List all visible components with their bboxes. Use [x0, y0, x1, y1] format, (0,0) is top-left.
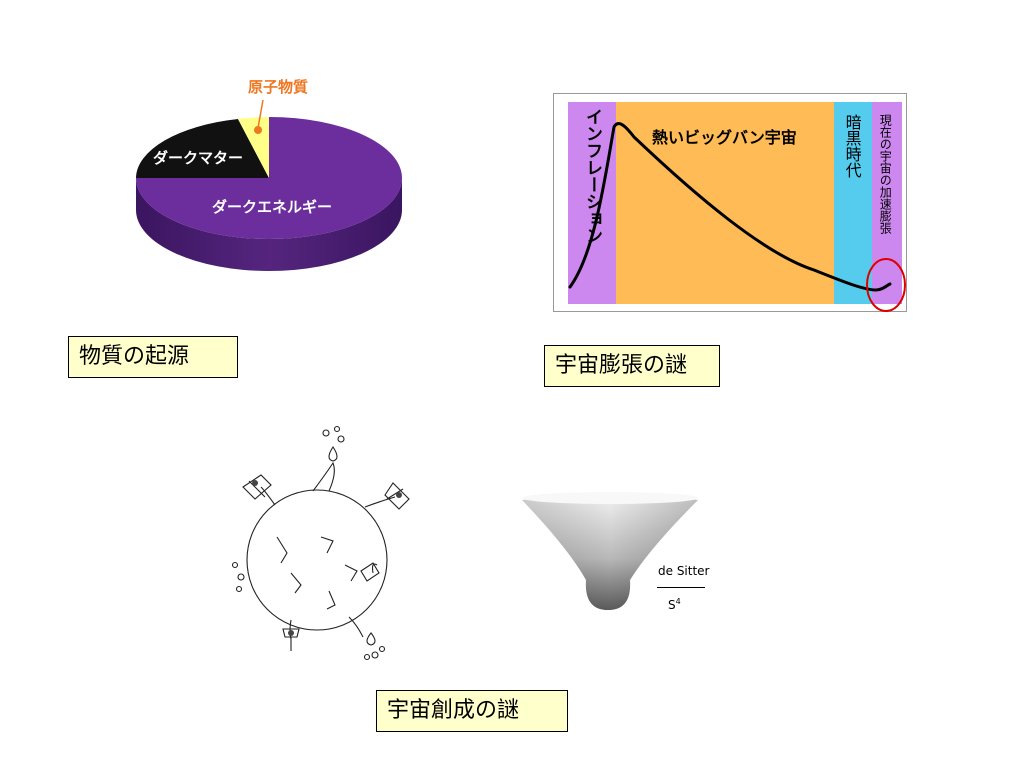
de-sitter-funnel	[522, 492, 698, 610]
origin-of-matter-label: 物質の起源	[68, 336, 238, 378]
pie-label-dark-energy: ダークエネルギー	[212, 198, 332, 216]
expansion-curve	[568, 122, 906, 312]
matter-pie-chart: 原子物質 ダークマター ダークエネルギー	[136, 78, 402, 271]
band-dark-ages	[834, 102, 872, 304]
funnel-divider	[657, 587, 705, 588]
expansion-mystery-label: 宇宙膨張の謎	[544, 345, 720, 387]
creation-mystery-label: 宇宙創成の謎	[376, 690, 568, 732]
pie-callout-line	[257, 99, 264, 129]
label-hot-big-bang: 熱いビッグバン宇宙	[652, 128, 797, 147]
pie-label-dark-matter: ダークマター	[153, 149, 243, 167]
s4-label: S4	[668, 597, 681, 612]
pie-slice-dark-matter	[136, 119, 269, 178]
de-sitter-label: de Sitter	[658, 564, 710, 578]
current-epoch-highlight	[866, 258, 906, 312]
baby-universe-sketch	[231, 425, 410, 661]
band-accelerated-expansion	[872, 102, 902, 304]
label-dark-ages: 暗黒時代	[842, 114, 862, 178]
band-hot-big-bang	[616, 102, 834, 304]
s4-label-base: S	[668, 598, 676, 612]
label-accelerated-expansion: 現在の宇宙の加速膨張	[878, 114, 893, 234]
pie-callout-dot	[254, 126, 262, 134]
pie-label-atomic-matter: 原子物質	[248, 78, 308, 96]
s4-label-exponent: 4	[675, 597, 681, 606]
band-inflation	[568, 102, 616, 304]
pie-side	[136, 178, 402, 271]
label-inflation: インフレーション	[582, 108, 602, 244]
expansion-diagram: インフレーション 熱いビッグバン宇宙 暗黒時代 現在の宇宙の加速膨張	[553, 93, 907, 312]
